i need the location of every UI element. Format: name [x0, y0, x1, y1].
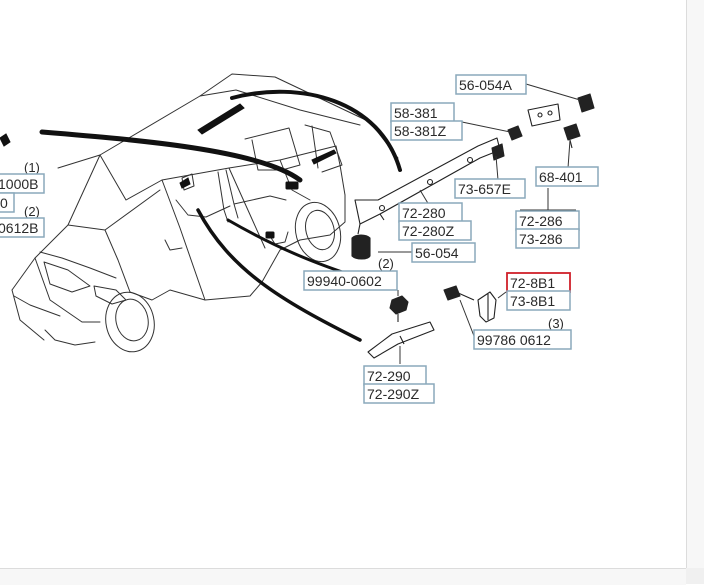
- callout-68-401[interactable]: 68-401: [535, 166, 599, 187]
- svg-text:72-290: 72-290: [367, 368, 411, 384]
- svg-text:72-8B1: 72-8B1: [510, 275, 555, 291]
- vehicle-mounted-parts: [0, 103, 337, 239]
- svg-text:72-286: 72-286: [519, 213, 563, 229]
- leader-curves: [39, 89, 402, 342]
- svg-text:58-381Z: 58-381Z: [394, 123, 447, 139]
- svg-text:72-280: 72-280: [402, 205, 446, 221]
- exploded-parts: [351, 93, 595, 359]
- callout-72-8b1[interactable]: 72-8B1: [506, 272, 571, 293]
- callout-leader-lines: [378, 83, 581, 364]
- svg-text:73-8B1: 73-8B1: [510, 293, 555, 309]
- qty-left-1: (1): [24, 160, 40, 175]
- callout-58-381[interactable]: 58-381: [390, 102, 455, 123]
- svg-text:56-054: 56-054: [415, 245, 459, 261]
- callout-73-657e[interactable]: 73-657E: [454, 178, 526, 199]
- parts-diagram: 56-054A 58-381 58-381Z 73-657E 68-401 72…: [0, 73, 599, 404]
- qty-left-2: (2): [24, 204, 40, 219]
- callout-72-280z[interactable]: 72-280Z: [398, 220, 472, 241]
- svg-text:99940-0602: 99940-0602: [307, 273, 382, 289]
- svg-text:73-657E: 73-657E: [458, 181, 511, 197]
- callout-73-286[interactable]: 73-286: [515, 228, 580, 249]
- horizontal-scrollbar[interactable]: [0, 568, 686, 585]
- callout-72-280[interactable]: 72-280: [398, 202, 463, 223]
- svg-text:72-280Z: 72-280Z: [402, 223, 455, 239]
- qty-99940: (2): [378, 256, 394, 271]
- vertical-scrollbar[interactable]: [686, 0, 704, 584]
- scrollbar-corner: [686, 568, 704, 584]
- callout-73-8b1[interactable]: 73-8B1: [506, 290, 571, 311]
- svg-text:99786 0612: 99786 0612: [477, 332, 551, 348]
- callout-72-290z[interactable]: 72-290Z: [363, 383, 435, 404]
- svg-text:0: 0: [0, 195, 8, 211]
- callout-56-054a[interactable]: 56-054A: [455, 74, 527, 95]
- callout-72-286[interactable]: 72-286: [515, 210, 580, 231]
- svg-text:1000B: 1000B: [0, 176, 38, 192]
- svg-text:0612B: 0612B: [0, 220, 38, 236]
- qty-99786: (3): [548, 316, 564, 331]
- svg-text:73-286: 73-286: [519, 231, 563, 247]
- callout-left-1000b[interactable]: (1) 1000B: [0, 160, 45, 194]
- callout-99786-0612[interactable]: (3) 99786 0612: [473, 316, 572, 350]
- callout-left-0612b[interactable]: (2) 0612B: [0, 204, 45, 238]
- callout-56-054[interactable]: 56-054: [411, 242, 476, 263]
- svg-text:58-381: 58-381: [394, 105, 438, 121]
- callout-left-0[interactable]: 0: [0, 192, 15, 213]
- svg-text:56-054A: 56-054A: [459, 77, 513, 93]
- callout-58-381z[interactable]: 58-381Z: [390, 120, 463, 141]
- callout-99940-0602[interactable]: (2) 99940-0602: [303, 256, 398, 291]
- svg-text:68-401: 68-401: [539, 169, 583, 185]
- vehicle-outline: [11, 73, 399, 353]
- callout-group: 56-054A 58-381 58-381Z 73-657E 68-401 72…: [0, 74, 599, 404]
- callout-72-290[interactable]: 72-290: [363, 365, 427, 386]
- svg-text:72-290Z: 72-290Z: [367, 386, 420, 402]
